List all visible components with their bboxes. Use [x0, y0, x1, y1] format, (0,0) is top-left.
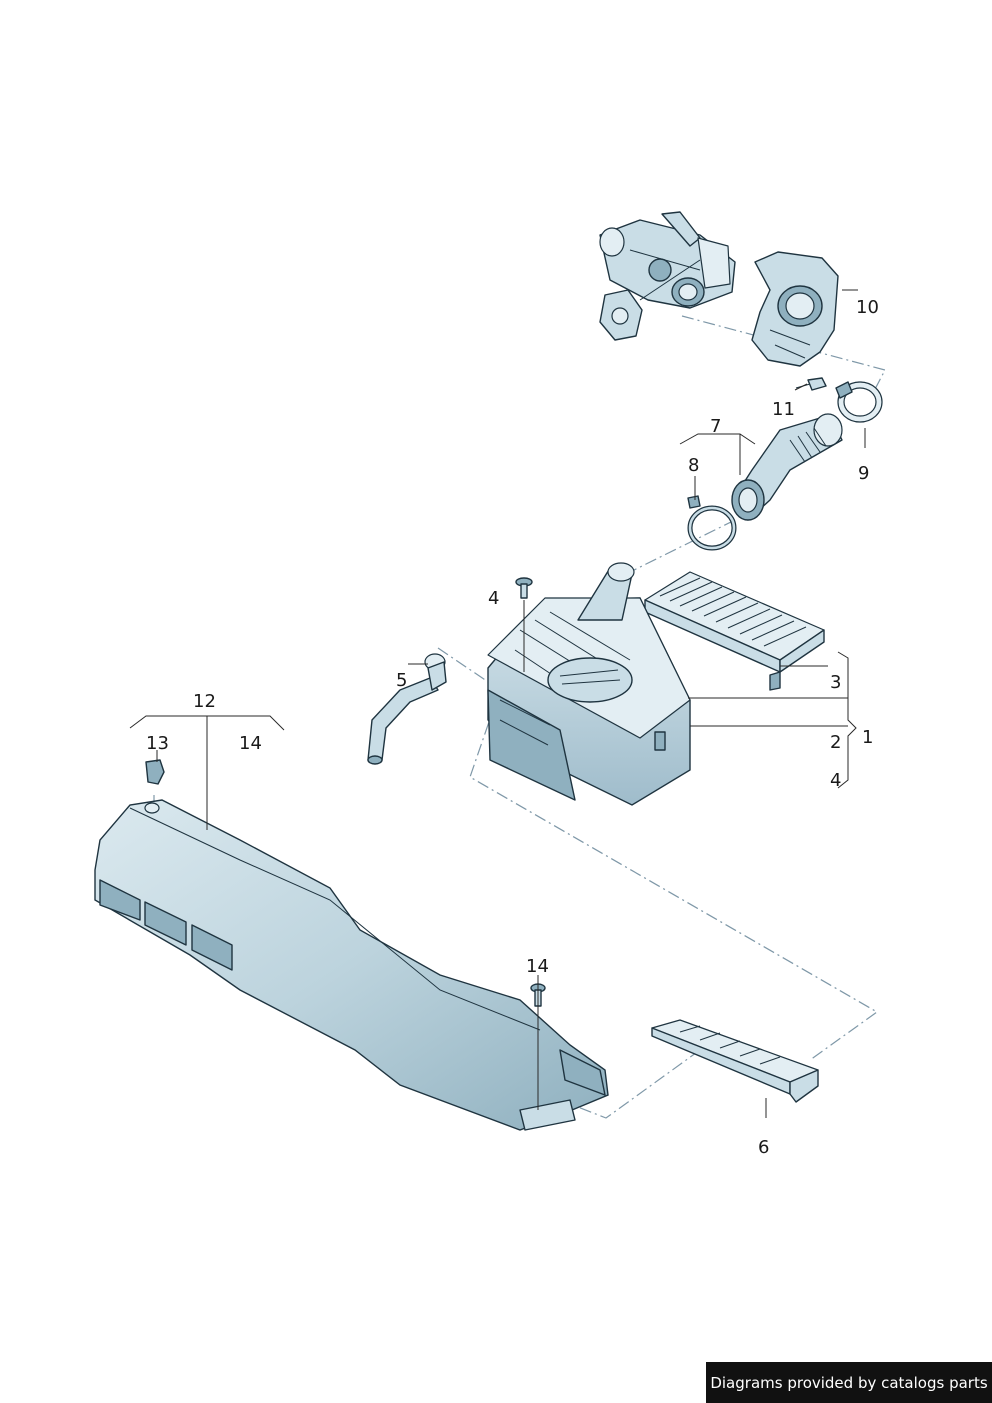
- label-9: 9: [858, 463, 869, 484]
- part-9-clamp: [835, 381, 883, 423]
- label-1: 1: [862, 727, 873, 748]
- label-2: 2: [830, 732, 841, 753]
- label-13: 13: [146, 733, 169, 754]
- part-5-hose: [367, 653, 447, 765]
- part-7-hose: [731, 413, 843, 521]
- label-3: 3: [830, 672, 841, 693]
- part-6-inlet-grille: [651, 1019, 819, 1103]
- label-11: 11: [772, 399, 795, 420]
- label-6: 6: [758, 1137, 769, 1158]
- throttle-housing: [599, 211, 736, 341]
- label-14-bottom: 14: [526, 956, 549, 977]
- catalog-credit-banner: Diagrams provided by catalogs parts: [706, 1362, 992, 1403]
- part-10-elbow: [751, 251, 839, 367]
- part-13-clip: [145, 759, 165, 785]
- part-8-clamp: [687, 495, 737, 551]
- part-3-filter: [644, 571, 825, 691]
- callout-labels: 10 11 9 7 8 4 5 3 2 1 4 12 13 14 14 6: [146, 297, 879, 1158]
- part-1-air-filter-housing: [487, 562, 691, 806]
- part-4-screw-top: [515, 577, 533, 599]
- label-7: 7: [710, 416, 721, 437]
- label-10: 10: [856, 297, 879, 318]
- label-4-top: 4: [488, 588, 499, 609]
- part-12-intake-duct: [94, 799, 609, 1131]
- label-14-top: 14: [239, 733, 262, 754]
- label-4-bottom: 4: [830, 770, 841, 791]
- label-12: 12: [193, 691, 216, 712]
- catalog-credit-text: Diagrams provided by catalogs parts: [710, 1373, 988, 1392]
- label-8: 8: [688, 455, 699, 476]
- part-11-screw: [795, 377, 827, 391]
- label-5: 5: [396, 670, 407, 691]
- leader-lines: [129, 289, 866, 1118]
